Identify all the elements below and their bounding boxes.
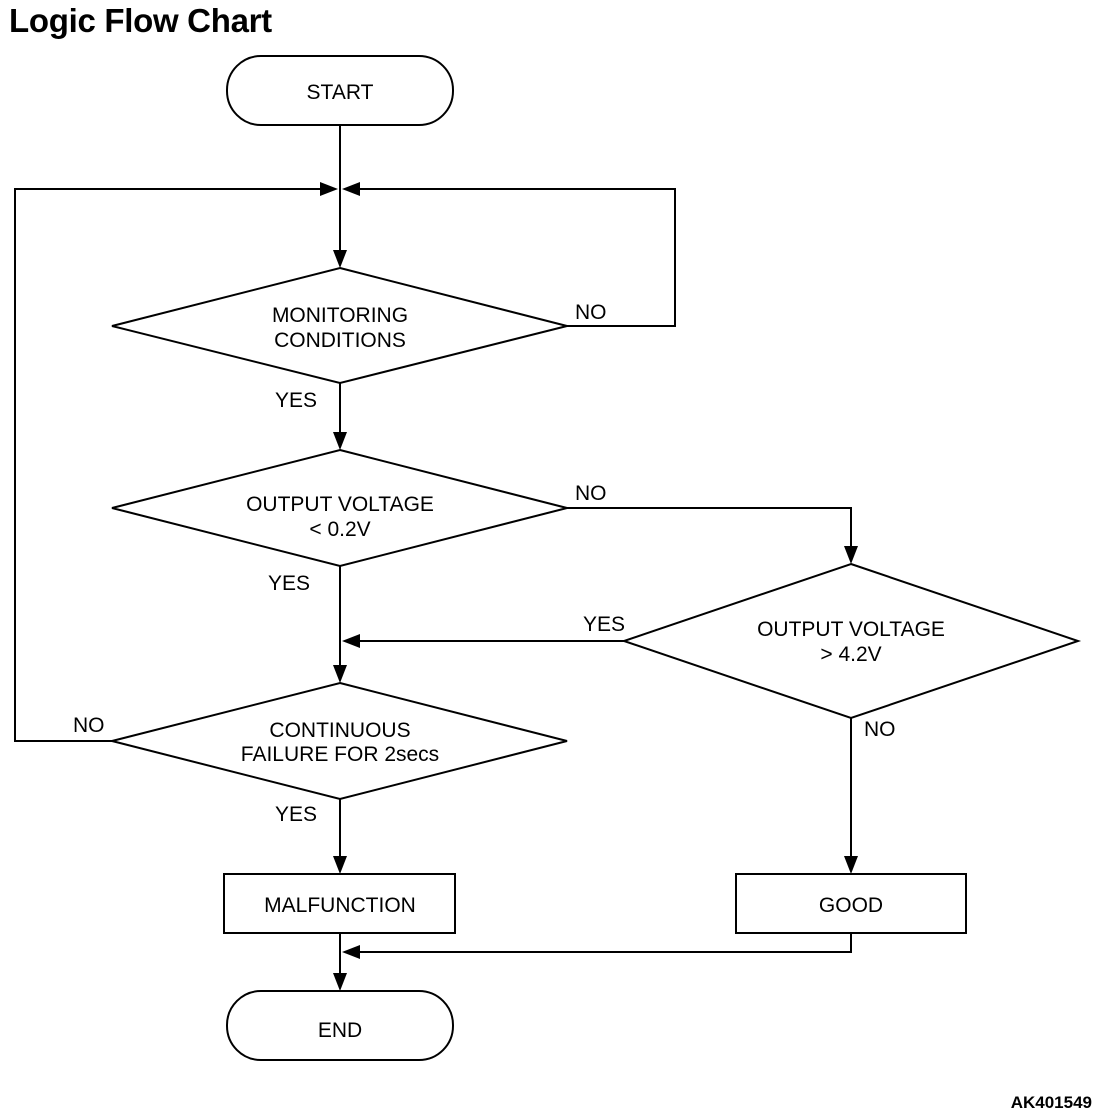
malfunction-label: MALFUNCTION bbox=[264, 894, 416, 917]
low-voltage-label-line-2: < 0.2V bbox=[309, 518, 370, 541]
continuous-failure-diamond bbox=[111, 681, 568, 801]
monitoring-label-line-2: CONDITIONS bbox=[274, 329, 406, 352]
arrowhead-down bbox=[333, 856, 347, 874]
arrowhead-left bbox=[342, 945, 360, 959]
end-label: END bbox=[318, 1019, 362, 1042]
malfunction-box bbox=[223, 873, 456, 934]
low-voltage-label-line-1: OUTPUT VOLTAGE bbox=[246, 493, 434, 516]
connectors bbox=[14, 125, 852, 981]
high-voltage-yes-label: YES bbox=[583, 613, 625, 636]
monitoring-yes-label: YES bbox=[275, 389, 317, 412]
connector-low-no-to-high-check bbox=[567, 507, 852, 554]
end-node: END bbox=[226, 990, 454, 1061]
edge-labels: NO YES NO YES YES NO NO YES bbox=[73, 301, 896, 826]
monitoring-label-line-1: MONITORING bbox=[272, 304, 408, 327]
connector-monitoring-no-loop bbox=[352, 188, 676, 327]
start-node: START bbox=[226, 55, 454, 126]
monitoring-no-label: NO bbox=[575, 301, 607, 324]
monitoring-diamond bbox=[111, 266, 568, 385]
page-title: Logic Flow Chart bbox=[9, 2, 272, 39]
start-terminal bbox=[226, 55, 454, 126]
high-voltage-no-label: NO bbox=[864, 718, 896, 741]
monitoring-conditions-decision: MONITORING CONDITIONS bbox=[111, 266, 568, 385]
connector-good-to-end bbox=[352, 933, 852, 953]
good-node: GOOD bbox=[735, 873, 967, 934]
arrowhead-right bbox=[320, 182, 338, 196]
arrowhead-down bbox=[844, 856, 858, 874]
arrowhead-down bbox=[333, 665, 347, 683]
continuous-no-label: NO bbox=[73, 714, 105, 737]
connector-continuous-no-loop bbox=[14, 188, 328, 742]
continuous-yes-label: YES bbox=[275, 803, 317, 826]
good-box bbox=[735, 873, 967, 934]
arrowhead-left bbox=[342, 182, 360, 196]
high-voltage-decision: OUTPUT VOLTAGE > 4.2V bbox=[620, 562, 1082, 720]
low-voltage-decision: OUTPUT VOLTAGE < 0.2V bbox=[111, 448, 568, 568]
low-voltage-yes-label: YES bbox=[268, 572, 310, 595]
good-label: GOOD bbox=[819, 894, 883, 917]
figure-code: AK401549 bbox=[1010, 1093, 1092, 1112]
high-voltage-diamond bbox=[620, 562, 1082, 720]
low-voltage-no-label: NO bbox=[575, 482, 607, 505]
continuous-failure-decision: CONTINUOUS FAILURE FOR 2secs bbox=[111, 681, 568, 801]
end-terminal bbox=[226, 990, 454, 1061]
low-voltage-diamond bbox=[111, 448, 568, 568]
arrowhead-down bbox=[333, 250, 347, 268]
arrowhead-down bbox=[844, 546, 858, 564]
high-voltage-label-line-2: > 4.2V bbox=[820, 643, 881, 666]
continuous-failure-label-line-2: FAILURE FOR 2secs bbox=[241, 743, 439, 766]
arrowhead-down bbox=[333, 432, 347, 450]
high-voltage-label-line-1: OUTPUT VOLTAGE bbox=[757, 618, 945, 641]
arrowhead-down bbox=[333, 973, 347, 991]
continuous-failure-label-line-1: CONTINUOUS bbox=[269, 719, 410, 742]
malfunction-node: MALFUNCTION bbox=[223, 873, 456, 934]
arrowhead-left bbox=[342, 634, 360, 648]
start-label: START bbox=[307, 81, 374, 104]
arrowheads bbox=[320, 182, 858, 991]
